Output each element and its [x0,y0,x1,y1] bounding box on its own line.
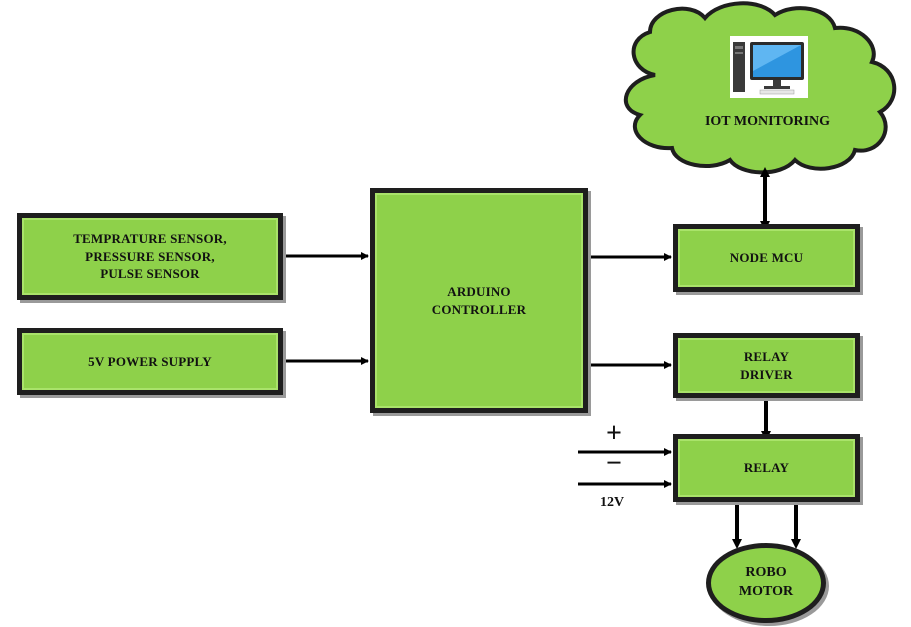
relay-block: RELAY [673,434,860,502]
robo-motor-block: ROBO MOTOR [706,543,826,623]
node-mcu-block: NODE MCU [673,224,860,292]
supply-minus-label: − [606,448,622,479]
relay-driver-block: RELAY DRIVER [673,333,860,398]
sensors-block: TEMPRATURE SENSOR, PRESSURE SENSOR, PULS… [17,213,283,300]
supply-plus-label: + [606,418,622,449]
desktop-computer-icon [730,36,808,98]
supply-voltage-label: 12V [600,495,625,510]
arduino-controller-block: ARDUINO CONTROLLER [370,188,588,413]
iot-monitoring-label: IOT MONITORING [704,114,831,129]
power-supply-block: 5V POWER SUPPLY [17,328,283,395]
